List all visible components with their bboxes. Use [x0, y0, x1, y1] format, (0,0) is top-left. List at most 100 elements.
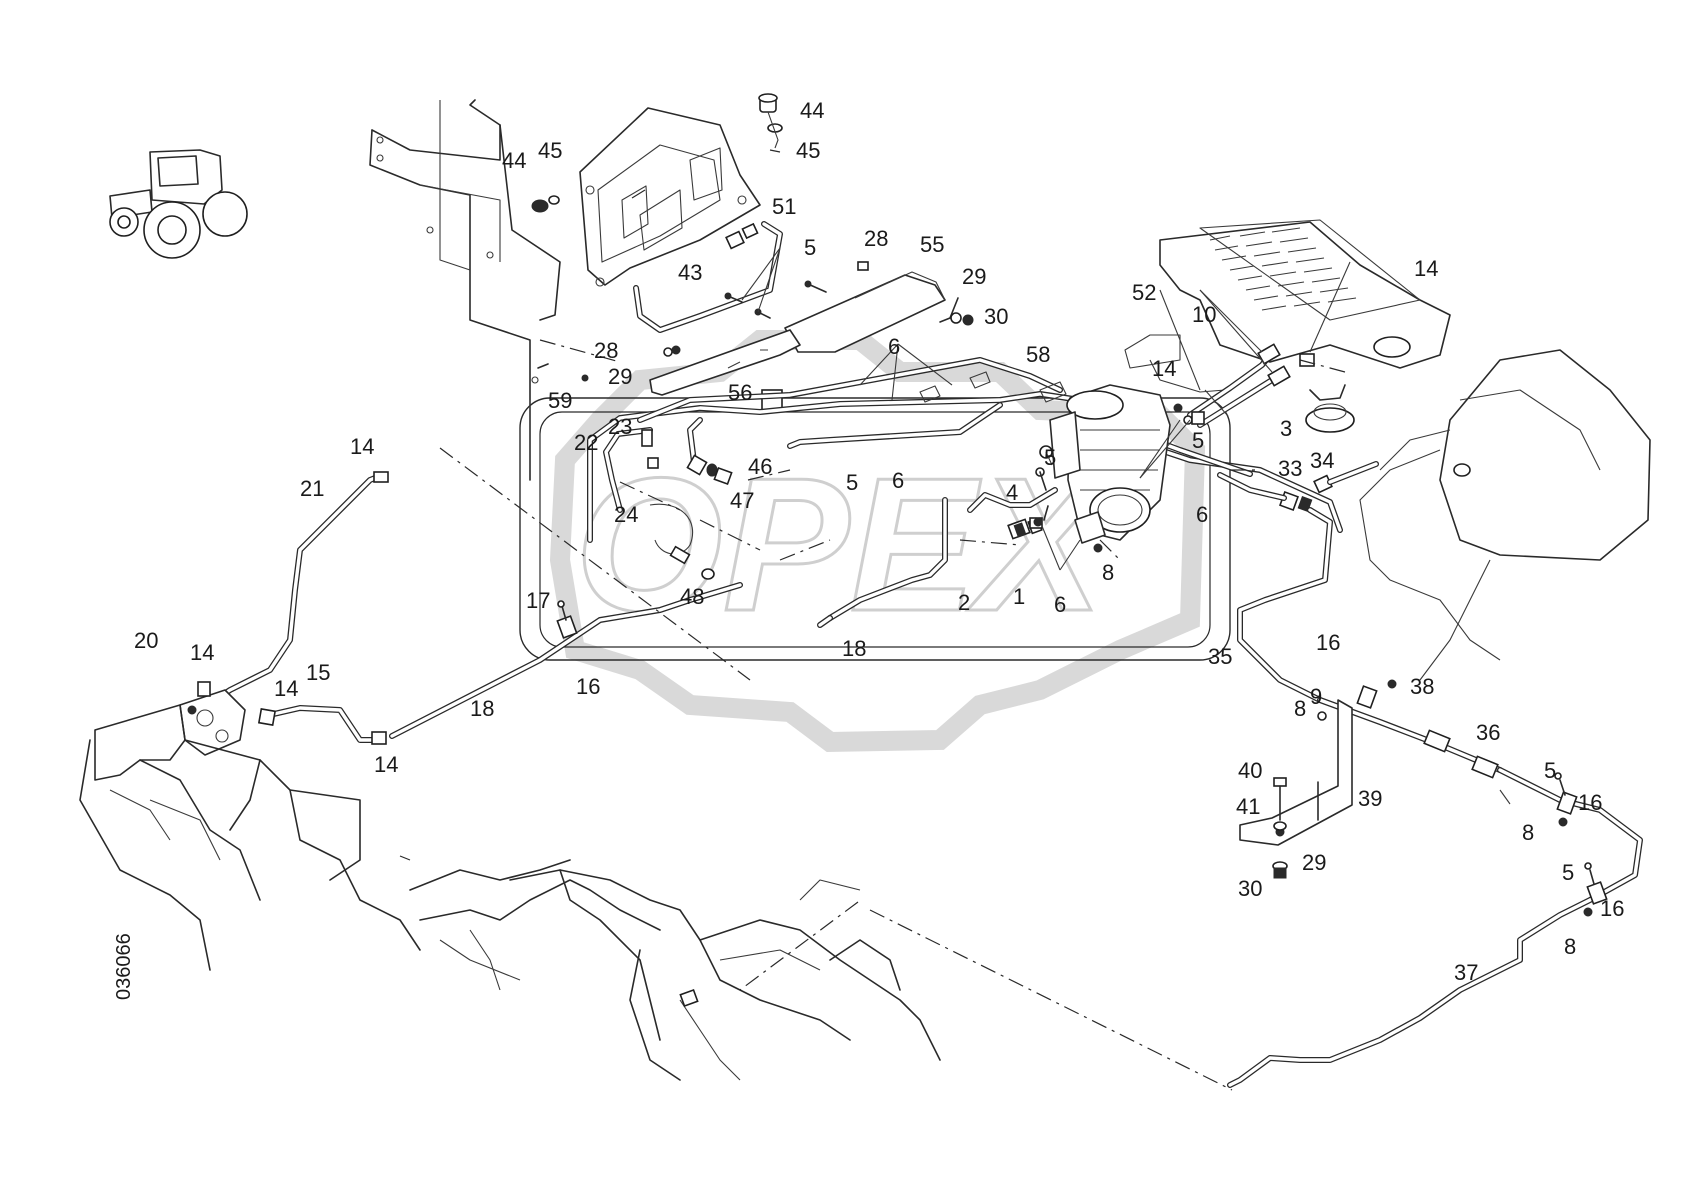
fittings-1-2-4 [827, 487, 1058, 621]
callout-8c: 8 [1522, 820, 1534, 845]
ecu-module [579, 107, 761, 287]
callout-14b: 14 [1152, 356, 1176, 381]
callout-5e: 5 [1544, 758, 1556, 783]
callout-45a: 45 [538, 138, 562, 163]
callout-28a: 28 [864, 226, 888, 251]
callout-47: 47 [730, 488, 754, 513]
callout-14f: 14 [374, 752, 398, 777]
callout-16c: 16 [1578, 790, 1602, 815]
watermark-frame-inner [539, 411, 1211, 648]
callout-34: 34 [1310, 448, 1334, 473]
callout-17: 17 [526, 588, 550, 613]
callout-30a: 30 [984, 304, 1008, 329]
callout-41: 41 [1236, 794, 1260, 819]
callout-14d: 14 [190, 640, 214, 665]
callout-29b: 29 [608, 364, 632, 389]
callout-16d: 16 [1600, 896, 1624, 921]
chassis-frame [369, 99, 561, 481]
callout-16b: 16 [1316, 630, 1340, 655]
callout-leaders [741, 247, 1511, 805]
fittings-33-34 [1217, 461, 1379, 512]
clips-16-right [1356, 679, 1608, 917]
fitting-43 [725, 222, 759, 250]
callout-33: 33 [1278, 456, 1302, 481]
pipe-37 [1227, 767, 1643, 1088]
callout-16a: 16 [576, 674, 600, 699]
callout-35: 35 [1208, 644, 1232, 669]
callout-37: 37 [1454, 960, 1478, 985]
pipe-22-23 [603, 427, 659, 513]
callout-labels: 1 2 3 4 5 5 5 5 5 5 6 6 6 6 8 8 8 8 9 10… [134, 98, 1624, 985]
callout-40: 40 [1238, 758, 1262, 783]
callout-5a: 5 [804, 235, 816, 260]
callout-1: 1 [1013, 584, 1025, 609]
callout-9: 9 [1310, 684, 1322, 709]
callout-21: 21 [300, 476, 324, 501]
callout-6c: 6 [1196, 502, 1208, 527]
callout-28b: 28 [594, 338, 618, 363]
callout-10: 10 [1192, 302, 1216, 327]
callout-22: 22 [574, 430, 598, 455]
callout-14e: 14 [274, 676, 298, 701]
callout-20: 20 [134, 628, 158, 653]
callout-2: 2 [958, 590, 970, 615]
callout-8b: 8 [1294, 696, 1306, 721]
callout-36: 36 [1476, 720, 1500, 745]
callout-24: 24 [614, 502, 638, 527]
callout-48: 48 [680, 584, 704, 609]
cap-44-left [531, 195, 560, 213]
callout-8a: 8 [1102, 560, 1114, 585]
watermark-frame-outer [519, 397, 1231, 661]
callout-44a: 44 [800, 98, 824, 123]
callout-43: 43 [678, 260, 702, 285]
cap-44-top [758, 93, 783, 149]
callout-52: 52 [1132, 280, 1156, 305]
callout-51: 51 [772, 194, 796, 219]
callout-46: 46 [748, 454, 772, 479]
fitting-46-47 [686, 417, 733, 486]
pipes-10 [1173, 343, 1315, 428]
callout-59: 59 [548, 388, 572, 413]
callout-44b: 44 [502, 148, 526, 173]
filter-bracket [1035, 467, 1106, 553]
callout-14c: 14 [350, 434, 374, 459]
callout-6a: 6 [888, 334, 900, 359]
filter-head-20 [179, 681, 246, 756]
hose-15 [257, 705, 387, 745]
callout-56: 56 [728, 380, 752, 405]
callout-6d: 6 [1054, 592, 1066, 617]
callout-3: 3 [1280, 416, 1292, 441]
sender-unit-3 [1305, 384, 1355, 433]
callout-4: 4 [1006, 480, 1018, 505]
callout-39: 39 [1358, 786, 1382, 811]
callout-15: 15 [306, 660, 330, 685]
pipe-51 [633, 221, 783, 333]
bolts-5-top [537, 280, 827, 382]
pipe-35 [1237, 507, 1333, 703]
callout-38: 38 [1410, 674, 1434, 699]
callout-6b: 6 [892, 468, 904, 493]
callout-23: 23 [608, 414, 632, 439]
callout-18a: 18 [470, 696, 494, 721]
callout-18b: 18 [842, 636, 866, 661]
callout-8d: 8 [1564, 934, 1576, 959]
pipe-18 [389, 582, 833, 739]
callout-5c: 5 [1044, 445, 1056, 470]
bracket-55 [784, 261, 974, 353]
lower-chassis [79, 704, 941, 1081]
callout-14a: 14 [1414, 256, 1438, 281]
fitting-48 [649, 503, 715, 580]
callout-5b: 5 [846, 470, 858, 495]
callout-5d: 5 [1192, 428, 1204, 453]
callout-58: 58 [1026, 342, 1050, 367]
callout-29a: 29 [962, 264, 986, 289]
dashed-leaders [399, 149, 1346, 1091]
callout-45b: 45 [796, 138, 820, 163]
fuel-filter-assembly [1039, 384, 1171, 541]
pipes-6-main [587, 357, 1343, 543]
callout-55: 55 [920, 232, 944, 257]
callout-29c: 29 [1302, 850, 1326, 875]
drawing-number: 036066 [113, 933, 135, 1000]
tractor-icon [109, 149, 248, 259]
